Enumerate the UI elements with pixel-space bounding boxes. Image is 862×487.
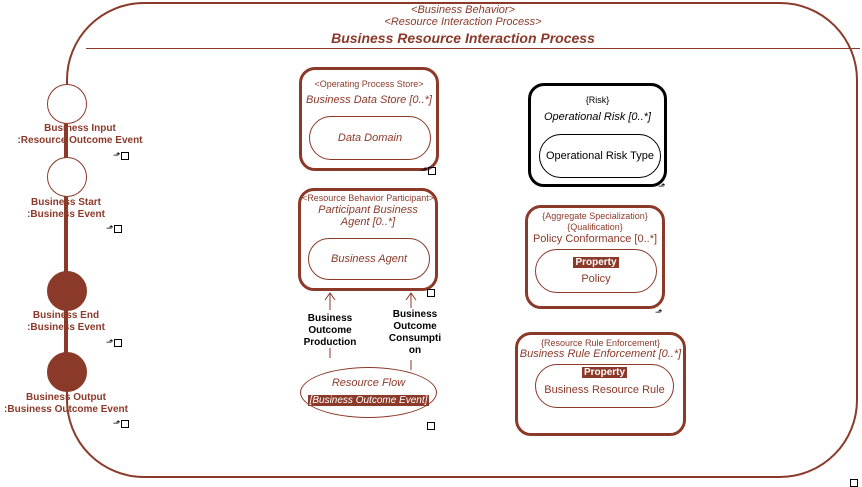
- business-input-event[interactable]: [47, 84, 87, 124]
- process-frame[interactable]: [66, 2, 858, 478]
- rule-name: Business Rule Enforcement [0..*]: [519, 348, 682, 360]
- business-output-label: Business Output:Business Outcome Event: [4, 392, 128, 415]
- rule-stereotype: {Resource Rule Enforcement}: [540, 338, 661, 348]
- policy-inner-box[interactable]: Property Policy: [535, 249, 657, 293]
- resource-flow-node[interactable]: Resource Flow [Business Outcome Event]: [300, 367, 437, 418]
- participant-agent-box[interactable]: <Resource Behavior Participant> Particip…: [298, 188, 438, 291]
- policy-marker-icon: ⬏: [655, 307, 663, 317]
- store-marker-icon: ⬏: [420, 166, 436, 175]
- event-connector-line: [64, 124, 67, 356]
- header-divider: [86, 48, 860, 49]
- business-input-marker-icon: ⬏: [113, 151, 129, 160]
- risk-stereotype: {Risk}: [585, 95, 610, 105]
- policy-conformance-box[interactable]: {Aggregate Specialization}{Qualification…: [525, 205, 665, 309]
- process-title: Business Resource Interaction Process: [331, 30, 595, 46]
- business-agent-label: Business Agent: [330, 253, 408, 265]
- business-input-label: Business Input:Resource Outcome Event: [17, 123, 143, 146]
- policy-label: Policy: [581, 273, 611, 285]
- policy-name: Policy Conformance [0..*]: [532, 233, 658, 245]
- header-stereotype-behavior: <Business Behavior>: [411, 4, 515, 16]
- flow-arrows: [324, 292, 417, 370]
- business-start-event[interactable]: [47, 157, 87, 197]
- business-agent-box[interactable]: Business Agent: [308, 238, 430, 280]
- resource-flow-marker-icon: [427, 421, 435, 430]
- data-domain-label: Data Domain: [337, 132, 403, 144]
- data-domain-box[interactable]: Data Domain: [309, 116, 431, 160]
- rule-enforcement-box[interactable]: {Resource Rule Enforcement} Business Rul…: [515, 332, 686, 436]
- policy-stereotypes: {Aggregate Specialization}{Qualification…: [542, 211, 648, 232]
- operational-risk-type-box[interactable]: Operational Risk Type: [539, 134, 661, 178]
- resource-flow-name: Resource Flow: [331, 377, 406, 389]
- business-end-label: Business End:Business Event: [27, 310, 105, 333]
- frame-marker-icon: [850, 478, 858, 487]
- rule-inner-box[interactable]: Property Business Resource Rule: [535, 364, 674, 408]
- store-name: Business Data Store [0..*]: [306, 94, 432, 106]
- business-output-marker-icon: ⬏: [113, 419, 129, 428]
- participant-stereotype: <Resource Behavior Participant>: [301, 193, 435, 203]
- business-end-marker-icon: ⬏: [106, 338, 122, 347]
- business-data-store-box[interactable]: <Operating Process Store> Business Data …: [299, 67, 439, 171]
- business-start-marker-icon: ⬏: [106, 224, 122, 233]
- store-stereotype: <Operating Process Store>: [314, 79, 424, 89]
- risk-type-label: Operational Risk Type: [545, 150, 655, 162]
- risk-name: Operational Risk [0..*]: [544, 111, 651, 123]
- policy-property-badge: Property: [573, 257, 619, 268]
- operational-risk-box[interactable]: {Risk} Operational Risk [0..*] Operation…: [528, 83, 667, 187]
- rule-property-badge: Property: [581, 366, 628, 378]
- risk-marker-icon: ⬏: [658, 181, 666, 191]
- resource-flow-type: [Business Outcome Event]: [307, 395, 430, 406]
- business-end-event[interactable]: [47, 271, 87, 311]
- header-stereotype-interaction: <Resource Interaction Process>: [384, 16, 542, 28]
- business-output-event[interactable]: [47, 352, 87, 392]
- business-start-label: Business Start:Business Event: [27, 197, 105, 220]
- rule-label: Business Resource Rule: [544, 383, 665, 396]
- participant-marker-icon: [427, 288, 435, 297]
